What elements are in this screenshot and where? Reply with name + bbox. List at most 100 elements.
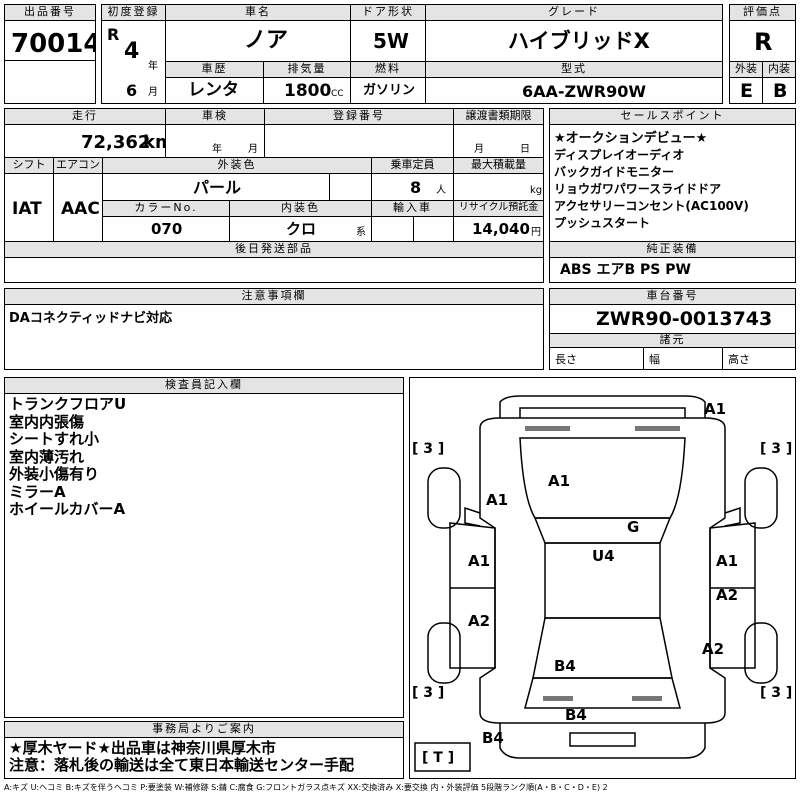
lot-no-label: 出品番号: [4, 4, 96, 21]
model: 6AA-ZWR90W: [522, 82, 647, 101]
aircon: AAC: [61, 199, 100, 219]
recycle: 14,040: [472, 220, 530, 238]
model-label: 型式: [425, 61, 723, 78]
int-color-suffix: 系: [356, 227, 366, 238]
tire-fl-shape: [427, 467, 461, 529]
chassis-cell: ZWR90-0013743: [549, 304, 796, 334]
score-cell: R: [729, 20, 796, 62]
inspector-box: トランクフロアU 室内内張傷 シートすれ小 室内薄汚れ 外装小傷有り ミラーA …: [4, 393, 404, 718]
history-cell: レンタ: [165, 77, 264, 104]
genuine-label: 純正装備: [549, 241, 796, 258]
taillight-left: [632, 696, 662, 701]
door: 5W: [373, 29, 409, 53]
reg-year: 4: [124, 39, 140, 64]
height-label: 高さ: [728, 353, 750, 366]
shift: IAT: [12, 199, 42, 219]
fuel-label: 燃料: [350, 61, 426, 78]
car-name-label: 車名: [165, 4, 351, 21]
reg-month: 6: [126, 81, 138, 100]
max-load-cell: kg: [453, 173, 544, 201]
yen-unit: 円: [531, 227, 541, 238]
office-box: ★厚木ヤード★出品車は神奈川県厚木市 注意：落札後の輸送は全て東日本輸送センター…: [4, 737, 404, 779]
model-cell: 6AA-ZWR90W: [425, 77, 723, 104]
grade-cell: ハイブリッドX: [425, 20, 723, 62]
transfer-month-unit: 月: [474, 144, 484, 155]
chassis-label: 車台番号: [549, 288, 796, 305]
lot-no-cell: 70014: [4, 20, 96, 61]
legend: A:キズ U:ヘコミ B:キズを伴うヘコミ P:要塗装 W:補修跡 S:錆 C:…: [4, 783, 608, 792]
mark-tire-fl: [ 3 ]: [412, 441, 445, 457]
inspector-line: 室内内張傷: [9, 412, 85, 431]
mark-tire-rl: [ 3 ]: [412, 685, 445, 701]
int-color: クロ: [286, 220, 317, 238]
mark-a1-left-door: A1: [468, 552, 491, 570]
shaken-month-unit: 月: [248, 144, 258, 155]
office-label: 事務局よりご案内: [4, 721, 404, 738]
tire-fr-shape: [744, 467, 778, 529]
genuine-equipment: ABS エアB PS PW: [560, 262, 691, 278]
displacement-cell: 1800 CC: [263, 77, 351, 104]
int-color-label: 内装色: [229, 200, 372, 217]
km-unit: km: [143, 132, 165, 153]
lot-no-blank: [4, 60, 96, 104]
recycle-label: リサイクル預託金: [453, 200, 544, 217]
inspector-label: 検査員記入欄: [4, 377, 404, 394]
int-color-cell: クロ 系: [229, 216, 372, 242]
tire-rr-shape: [744, 622, 778, 684]
chassis-no: ZWR90-0013743: [596, 308, 773, 330]
color-no-cell: 070: [102, 216, 230, 242]
grade: ハイブリッドX: [508, 29, 650, 53]
score-label: 評価点: [729, 4, 796, 21]
mark-a1-front: A1: [704, 400, 727, 418]
month-unit: 月: [148, 87, 158, 98]
mark-u4-roof: U4: [592, 547, 615, 565]
aircon-label: エアコン: [53, 157, 103, 174]
mark-a1-right-door: A1: [716, 552, 739, 570]
sales-point: プッシュスタート: [554, 216, 651, 230]
door-cell: 5W: [350, 20, 426, 62]
shift-cell: IAT: [4, 173, 54, 242]
car-diagram-svg: [414, 395, 778, 772]
exterior-grade: E: [740, 80, 753, 102]
history: レンタ: [188, 80, 239, 100]
right-door-outline: [709, 522, 756, 669]
interior-grade: B: [773, 80, 788, 102]
length-cell: 長さ: [549, 347, 644, 370]
shaken-year-unit: 年: [212, 144, 222, 155]
color-no-label: カラーNo.: [102, 200, 230, 217]
sales-point: バックガイドモニター: [554, 165, 675, 179]
mark-spare: [ T ]: [422, 750, 455, 766]
door-label: ドア形状: [350, 4, 426, 21]
transfer-label: 譲渡書類期限: [453, 108, 544, 125]
kg-unit: kg: [530, 185, 543, 196]
transfer-cell: 月 日: [453, 124, 544, 158]
sales-point: リョウガワパワースライドドア: [554, 182, 722, 196]
ext-color: パール: [193, 178, 242, 197]
inspector-line: シートすれ小: [9, 430, 100, 448]
notes-text: DAコネクティッドナビ対応: [9, 311, 173, 326]
dimensions-label: 諸元: [549, 333, 796, 348]
tailgate-outline: [524, 677, 681, 709]
shift-label: シフト: [4, 157, 54, 174]
headlight-left: [525, 426, 570, 431]
mark-b4-rear-glass: B4: [554, 657, 576, 675]
recycle-cell: 14,040 円: [453, 216, 544, 242]
height-cell: 高さ: [722, 347, 796, 370]
ext-color-label: 外装色: [102, 157, 372, 174]
sales-point: ★オークションデビュー★: [554, 131, 708, 146]
body-outline: [479, 417, 726, 724]
capacity: 8: [410, 178, 422, 197]
inspector-line: ミラーA: [9, 482, 66, 501]
year-unit: 年: [148, 61, 158, 72]
mileage-cell: 72,362 km: [4, 124, 166, 158]
sales-point: ディスプレイオーディオ: [554, 148, 685, 162]
notes-box: DAコネクティッドナビ対応: [4, 304, 544, 370]
car-diagram: A1 [ 3 ] [ 3 ] A1 A1 G U4 A1 A1 A2 A2 A2…: [409, 377, 796, 779]
later-parts-label: 後日発送部品: [4, 241, 544, 258]
mark-b4-rear: B4: [565, 706, 587, 724]
sales-points-box: ★オークションデビュー★ ディスプレイオーディオ バックガイドモニター リョウガ…: [549, 124, 796, 242]
car-name-cell: ノア: [165, 20, 351, 62]
inspector-line: 室内薄汚れ: [9, 447, 85, 466]
shaken-label: 車検: [165, 108, 265, 125]
reg-no-cell: [264, 124, 454, 158]
